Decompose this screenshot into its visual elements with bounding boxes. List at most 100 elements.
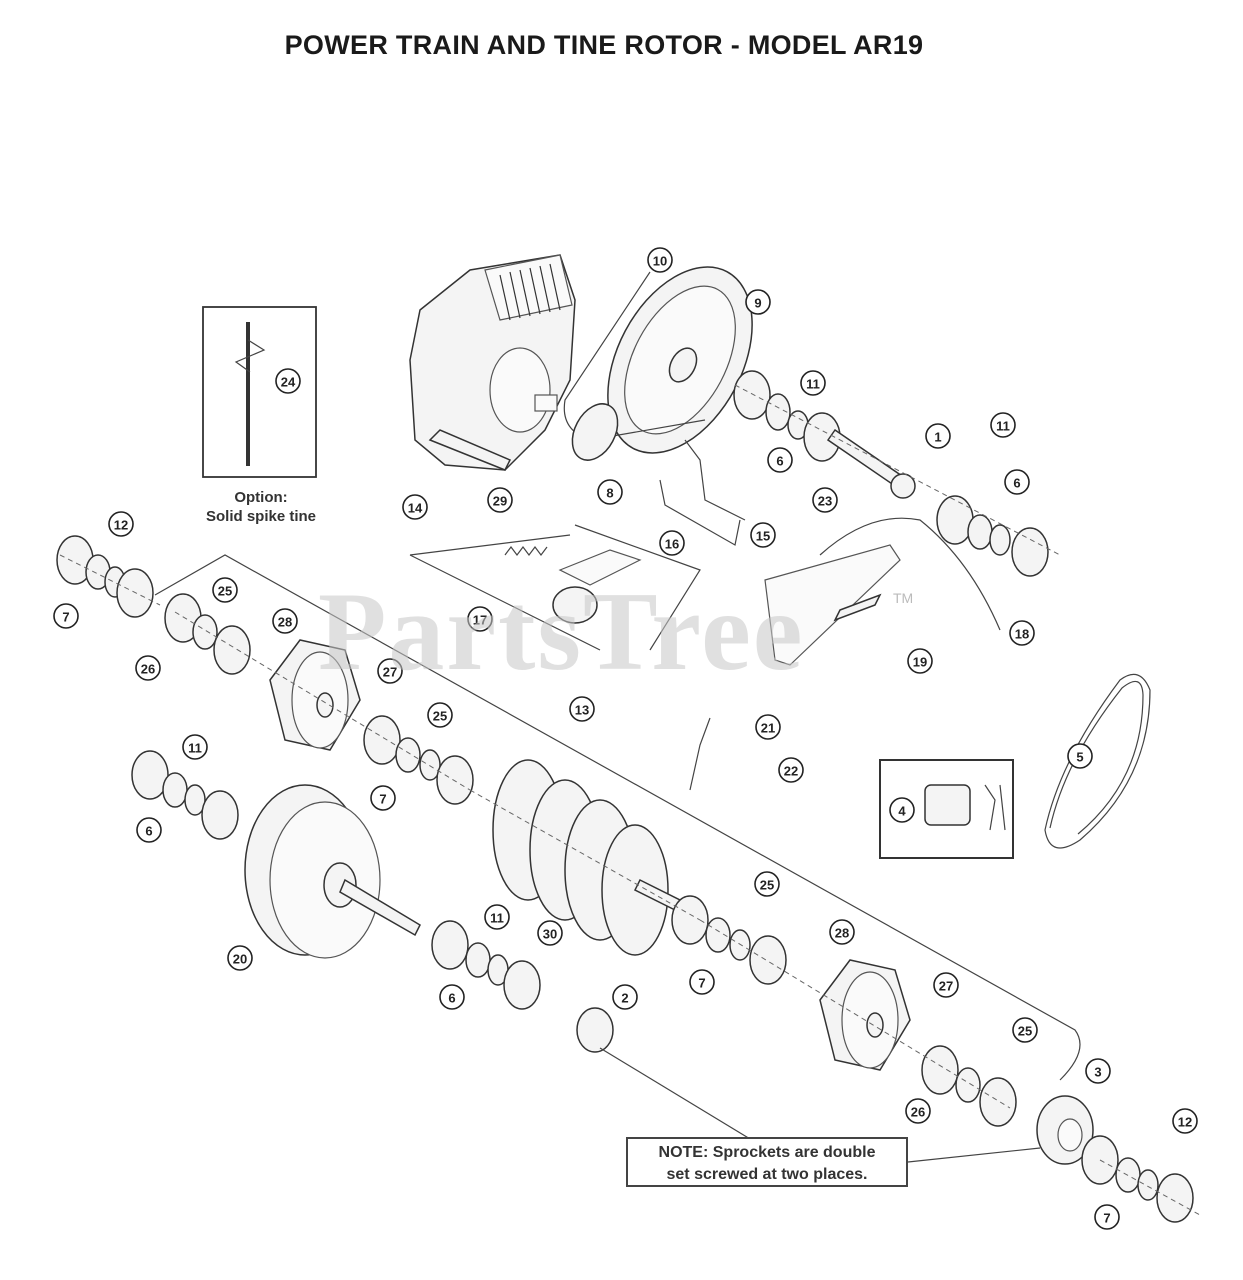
callout-27: 27 (933, 972, 959, 998)
callout-number: 28 (278, 615, 292, 630)
engine-part (409, 254, 576, 471)
callout-26: 26 (905, 1098, 931, 1124)
callout-6: 6 (767, 447, 793, 473)
callout-number: 25 (760, 878, 774, 893)
callout-number: 26 (911, 1105, 925, 1120)
callout-circle (754, 871, 780, 897)
callout-7: 7 (689, 969, 715, 995)
callout-number: 17 (473, 613, 487, 628)
callout-circle (933, 972, 959, 998)
callout-28: 28 (829, 919, 855, 945)
callout-circle (569, 696, 595, 722)
callout-circle (755, 714, 781, 740)
callout-circle (659, 530, 685, 556)
callout-circle (272, 608, 298, 634)
callout-number: 25 (218, 584, 232, 599)
callout-circle (484, 904, 510, 930)
callout-circle (889, 797, 915, 823)
note-line-1: NOTE: Sprockets are double (658, 1144, 876, 1161)
callout-number: 6 (448, 991, 455, 1006)
callout-number: 27 (383, 665, 397, 680)
callout-circle (439, 984, 465, 1010)
callout-9: 9 (745, 289, 771, 315)
callout-circle (182, 734, 208, 760)
large-pulley-part (607, 266, 753, 454)
callout-number: 27 (939, 979, 953, 994)
callout-circle (905, 1098, 931, 1124)
callout-number: 23 (818, 494, 832, 509)
option-caption: Option: Solid spike tine (186, 488, 336, 526)
watermark: PartsTree (318, 570, 805, 694)
page-title: POWER TRAIN AND TINE ROTOR - MODEL AR19 (284, 30, 924, 60)
callout-6: 6 (136, 817, 162, 843)
callout-25: 25 (212, 577, 238, 603)
callout-circle (108, 511, 134, 537)
bearing-flange-group-25-middle (363, 715, 474, 805)
drive-chain-part (1044, 673, 1151, 849)
callout-number: 11 (188, 741, 202, 756)
callout-number: 25 (433, 709, 447, 724)
option-caption-line-1: Option: (234, 489, 288, 506)
callout-number: 4 (898, 804, 906, 819)
rotor-shaft-outline (154, 554, 1081, 1081)
callout-number: 28 (835, 926, 849, 941)
callout-number: 25 (1018, 1024, 1032, 1039)
tine-disc-upper-part (269, 639, 361, 751)
callout-circle (907, 648, 933, 674)
callout-6: 6 (1004, 469, 1030, 495)
spring-part (504, 546, 548, 556)
callout-number: 11 (490, 911, 504, 926)
callout-10: 10 (647, 247, 673, 273)
callout-number: 22 (784, 764, 798, 779)
wheel-part (244, 784, 421, 959)
callout-circle (778, 757, 804, 783)
callout-number: 15 (756, 529, 770, 544)
callout-circle (275, 368, 301, 394)
sprocket-3-part (1036, 1095, 1094, 1165)
callout-4: 4 (889, 797, 915, 823)
callout-circle (647, 247, 673, 273)
callout-circle (829, 919, 855, 945)
callout-21: 21 (755, 714, 781, 740)
callout-number: 1 (934, 430, 941, 445)
callout-circle (135, 655, 161, 681)
bearing-flange-group-top (733, 370, 841, 462)
sprocket-2-part (576, 1007, 614, 1053)
tine-rotor-assembly-part (492, 759, 692, 956)
callout-number: 11 (806, 377, 820, 392)
master-link-part (924, 784, 1006, 831)
small-pulley-part (571, 403, 619, 461)
callout-16: 16 (659, 530, 685, 556)
callout-number: 7 (379, 792, 386, 807)
callout-20: 20 (227, 945, 253, 971)
callout-7: 7 (370, 785, 396, 811)
tine-disc-lower-part (819, 959, 911, 1071)
callout-11: 11 (484, 904, 510, 930)
callout-circle (53, 603, 79, 629)
callout-number: 29 (493, 494, 507, 509)
callout-12: 12 (1172, 1108, 1198, 1134)
callout-number: 6 (1013, 476, 1020, 491)
option-inset-box (202, 306, 317, 478)
callout-25: 25 (1012, 1017, 1038, 1043)
callout-circle (370, 785, 396, 811)
callout-circle (212, 577, 238, 603)
callout-circle (1085, 1058, 1111, 1084)
bearing-flange-group-11-lower (131, 750, 239, 840)
callout-number: 14 (408, 501, 423, 516)
callout-circle (427, 702, 453, 728)
callout-number: 12 (114, 518, 128, 533)
callout-11: 11 (990, 412, 1016, 438)
callout-11: 11 (182, 734, 208, 760)
callout-circle (1012, 1017, 1038, 1043)
note-line-2: set screwed at two places. (666, 1166, 868, 1183)
callout-3: 3 (1085, 1058, 1111, 1084)
callout-circle (925, 423, 951, 449)
callout-25: 25 (754, 871, 780, 897)
callout-circle (1004, 469, 1030, 495)
callout-18: 18 (1009, 620, 1035, 646)
callout-number: 16 (665, 537, 679, 552)
callout-circle (750, 522, 776, 548)
callout-circle (800, 370, 826, 396)
